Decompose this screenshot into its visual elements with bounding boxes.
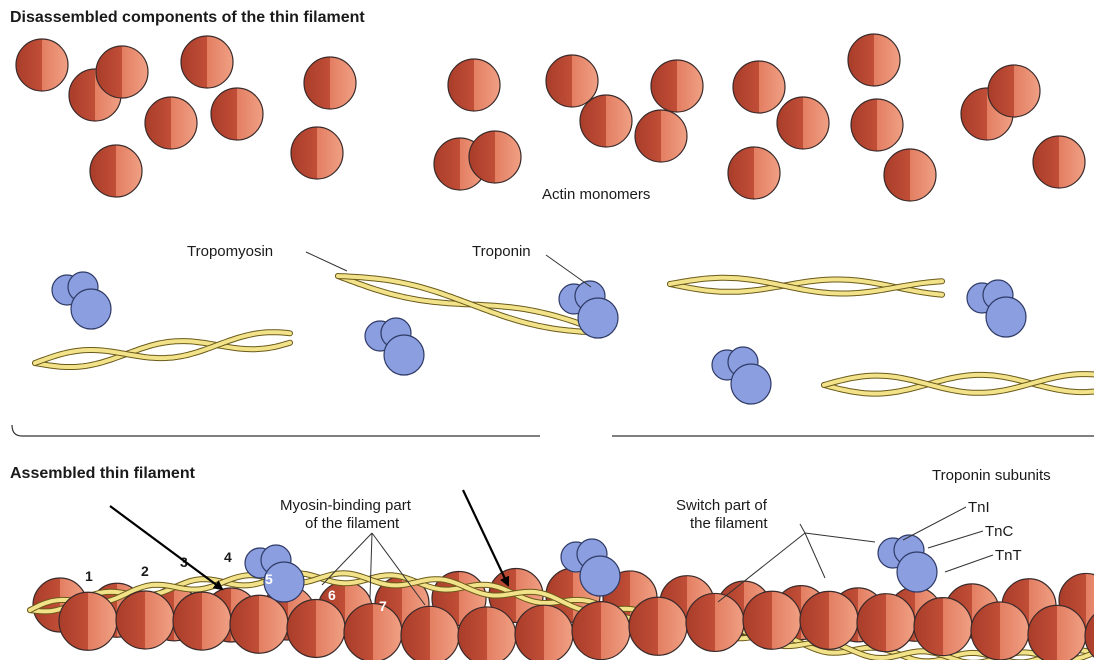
monomer-number-5: 5	[265, 571, 273, 587]
troponin-subunit-t	[578, 298, 618, 338]
disassembled-heading: Disassembled components of the thin fila…	[10, 9, 365, 26]
troponin-complex-assembled-3	[878, 535, 937, 592]
tnc-label: TnC	[985, 523, 1014, 540]
actin-monomer	[635, 110, 687, 162]
actin-monomer	[211, 88, 263, 140]
troponin-complex-assembled-1	[245, 545, 304, 602]
troponin-subunit-t	[580, 556, 620, 596]
actin-monomer-front	[629, 597, 687, 655]
myosin-binding-label-line1: Myosin-binding part	[280, 497, 412, 514]
actin-monomer	[733, 61, 785, 113]
actin-monomer	[304, 57, 356, 109]
actin-monomer-front	[59, 592, 117, 650]
troponin-complex-free-5	[967, 280, 1026, 337]
actin-monomer-front	[800, 591, 858, 649]
troponin-complex-free-4	[712, 347, 771, 404]
actin-monomer-front	[458, 607, 516, 660]
free-actin-monomers	[16, 34, 1085, 201]
tropomyosin-free-1	[35, 332, 290, 367]
actin-monomer-front	[743, 591, 801, 649]
actin-monomer	[90, 145, 142, 197]
actin-monomer-front	[515, 605, 573, 660]
troponin-subunit-t	[71, 289, 111, 329]
actin-monomer	[1033, 136, 1085, 188]
switch-label-line1: Switch part of	[676, 497, 768, 514]
actin-monomer	[580, 95, 632, 147]
tropomyosin-free-3	[670, 278, 942, 295]
tnc-leader	[928, 531, 983, 548]
actin-monomer-front	[344, 604, 402, 660]
actin-monomer	[546, 55, 598, 107]
monomer-number-4: 4	[224, 549, 232, 565]
monomer-number-2: 2	[141, 563, 149, 579]
troponin-label: Troponin	[472, 243, 531, 260]
actin-monomer	[291, 127, 343, 179]
pointer-arrow-left	[110, 506, 222, 589]
tni-label: TnI	[968, 499, 990, 516]
monomer-number-1: 1	[85, 568, 93, 584]
actin-monomer	[145, 97, 197, 149]
tropomyosin-label: Tropomyosin	[187, 243, 273, 260]
actin-monomer	[16, 39, 68, 91]
troponin-subunits-label: Troponin subunits	[932, 467, 1051, 484]
actin-monomer-front	[173, 592, 231, 650]
actin-monomer-front	[572, 602, 630, 660]
actin-monomer	[848, 34, 900, 86]
actin-monomer-front	[971, 602, 1029, 660]
monomer-number-7: 7	[379, 598, 387, 614]
tropomyosin-leader	[306, 252, 347, 271]
assembled-thin-filament	[30, 535, 1094, 660]
troponin-subunit-t	[897, 552, 937, 592]
actin-monomer	[651, 60, 703, 112]
actin-monomer-front	[116, 591, 174, 649]
actin-monomer-front	[1028, 605, 1086, 660]
troponin-complex-free-2	[365, 318, 424, 375]
actin-monomer	[448, 59, 500, 111]
assembled-heading: Assembled thin filament	[10, 465, 196, 482]
tni-leader	[903, 507, 966, 540]
actin-monomer-front	[686, 593, 744, 651]
actin-monomer	[884, 149, 936, 201]
troponin-subunit-t	[384, 335, 424, 375]
actin-monomer	[851, 99, 903, 151]
actin-monomers-label: Actin monomers	[542, 186, 650, 203]
actin-monomer-front	[230, 595, 288, 653]
section-divider-left	[12, 425, 540, 436]
tropomyosin-free-4	[824, 374, 1094, 394]
actin-monomer-front	[914, 598, 972, 656]
actin-monomer	[988, 65, 1040, 117]
tnt-leader	[945, 555, 993, 572]
actin-monomer	[181, 36, 233, 88]
actin-monomer-front	[287, 599, 345, 657]
myosin-binding-label-line2: of the filament	[305, 515, 400, 532]
actin-monomer-front	[401, 606, 459, 660]
actin-monomer	[96, 46, 148, 98]
tnt-label: TnT	[995, 547, 1022, 564]
switch-label-line2: the filament	[690, 515, 768, 532]
troponin-leader	[546, 255, 591, 287]
actin-monomer	[777, 97, 829, 149]
troponin-subunit-t	[731, 364, 771, 404]
actin-monomer-front	[857, 594, 915, 652]
actin-monomer	[728, 147, 780, 199]
troponin-complex-free-1	[52, 272, 111, 329]
troponin-subunit-t	[986, 297, 1026, 337]
monomer-number-6: 6	[328, 587, 336, 603]
pointer-arrow-right	[463, 490, 508, 585]
actin-monomer	[469, 131, 521, 183]
